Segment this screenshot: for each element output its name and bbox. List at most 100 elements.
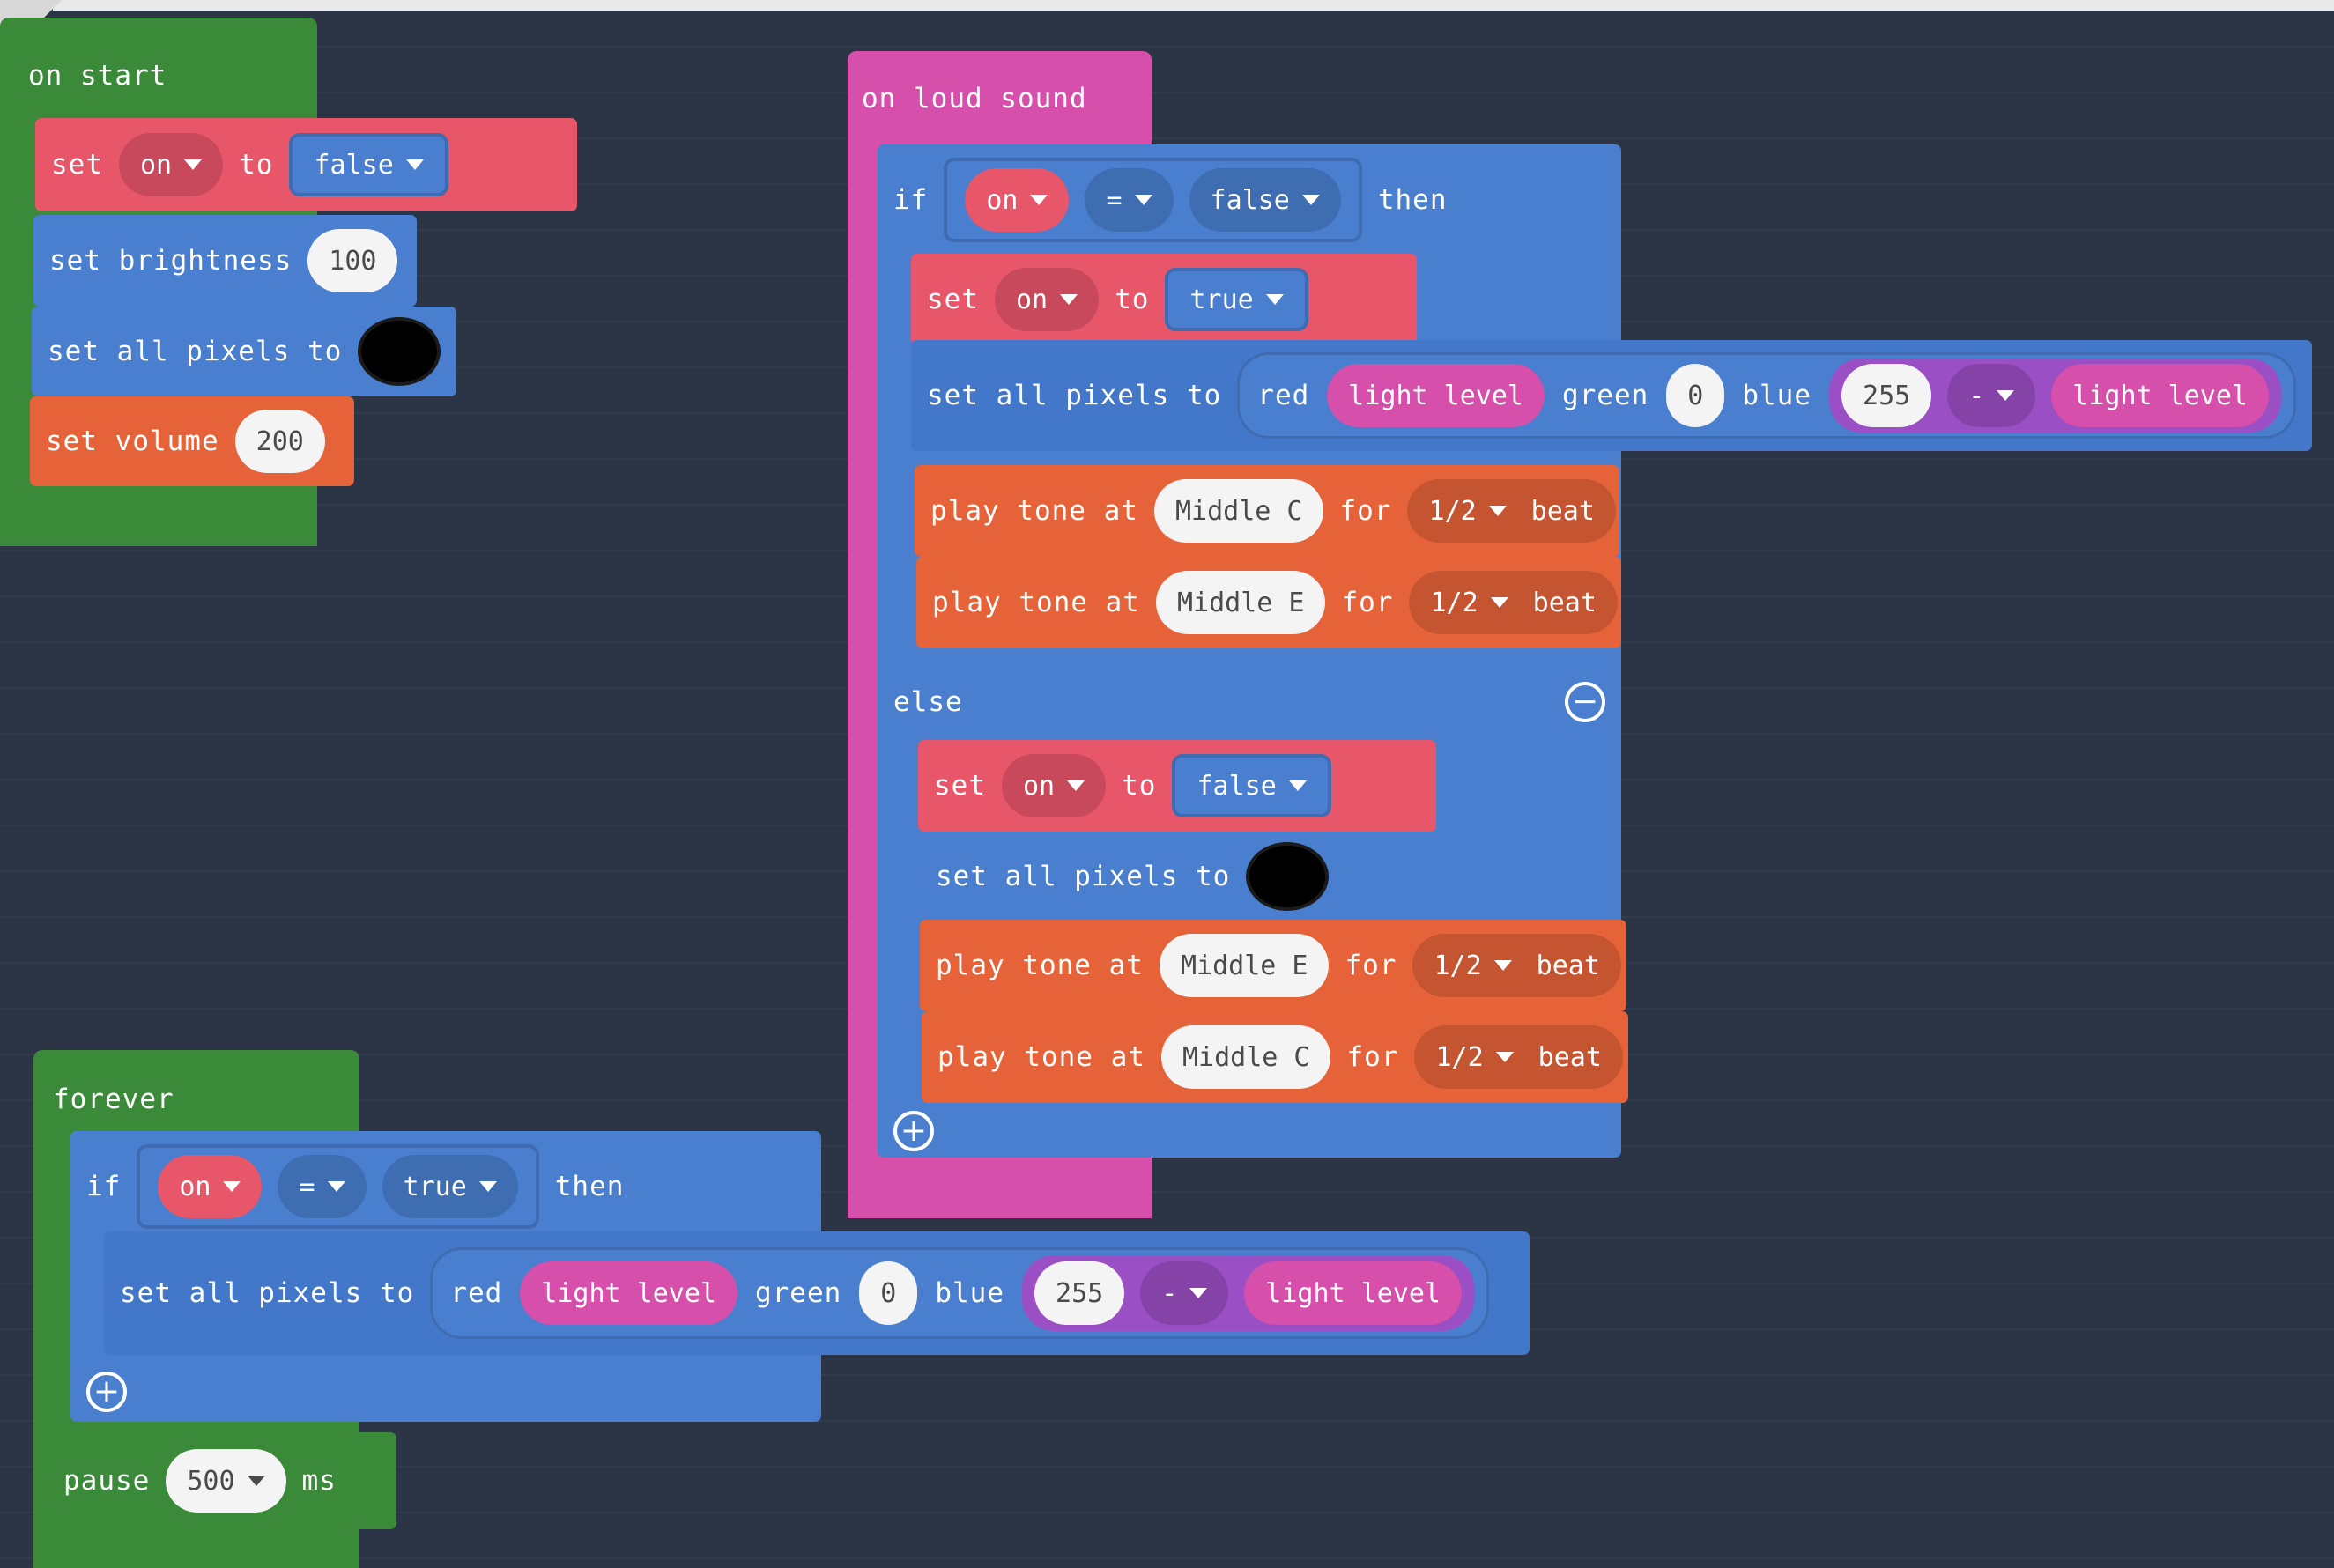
rgb-block[interactable]: red light level green 0 blue 255 - light… [430, 1247, 1489, 1339]
rgb-block[interactable]: red light level green 0 blue 255 - light… [1237, 352, 2296, 439]
set-brightness-block[interactable]: set brightness 100 [33, 215, 417, 307]
else-label: else [893, 686, 963, 718]
caret-down-icon [1997, 390, 2015, 401]
volume-input[interactable]: 200 [234, 410, 325, 473]
caret-down-icon [327, 1181, 345, 1192]
caret-down-icon [1490, 597, 1508, 608]
set-volume-block[interactable]: set volume 200 [30, 396, 354, 486]
boolean-dropdown[interactable]: false [1189, 168, 1341, 232]
caret-down-icon [1060, 294, 1078, 305]
caret-down-icon [1488, 506, 1507, 516]
note-input[interactable]: Middle E [1155, 571, 1326, 634]
operator-dropdown[interactable]: = [278, 1155, 367, 1218]
note-input[interactable]: Middle C [1153, 479, 1324, 543]
set-label: set [927, 284, 979, 315]
variable-dropdown[interactable]: on [158, 1155, 263, 1218]
number-input[interactable]: 255 [1034, 1261, 1125, 1325]
forever-label: forever [53, 1084, 174, 1115]
set-variable-block[interactable]: set on to false [35, 118, 577, 211]
light-level-reporter[interactable]: light level [2051, 364, 2269, 427]
operator-dropdown[interactable]: - [1947, 364, 2036, 427]
boolean-dropdown[interactable]: true [1165, 268, 1308, 331]
caret-down-icon [1495, 1052, 1514, 1062]
green-label: green [754, 1277, 842, 1309]
paper-edge [53, 0, 2334, 11]
plus-circle-icon[interactable]: + [893, 1111, 934, 1151]
light-level-reporter[interactable]: light level [1244, 1261, 1462, 1325]
variable-name: on [986, 184, 1019, 216]
variable-name: on [1016, 284, 1048, 315]
light-level-reporter[interactable]: light level [1327, 364, 1545, 427]
color-picker[interactable] [358, 317, 441, 386]
plus-circle-icon[interactable]: + [86, 1372, 127, 1412]
set-variable-block[interactable]: set on to true [911, 254, 1417, 345]
set-volume-label: set volume [46, 425, 219, 457]
set-variable-block[interactable]: set on to false [918, 740, 1436, 832]
ms-label: ms [301, 1465, 337, 1497]
math-minus-block[interactable]: 255 - light level [1022, 1255, 1474, 1331]
operator: - [1968, 380, 1985, 411]
beat-value: 1/2 [1434, 950, 1482, 981]
color-picker[interactable] [1246, 842, 1330, 911]
boolean-value: false [1210, 184, 1290, 216]
set-all-pixels-block[interactable]: set all pixels to [32, 307, 456, 396]
caret-down-icon [478, 1181, 497, 1192]
set-all-pixels-rgb-block[interactable]: set all pixels to red light level green … [104, 1231, 1530, 1355]
set-label: set [51, 149, 103, 181]
light-level-reporter[interactable]: light level [520, 1261, 737, 1325]
on-start-label: on start [28, 60, 167, 92]
variable-name: on [1023, 770, 1056, 802]
beat-label: beat [1532, 587, 1597, 618]
caret-down-icon [1067, 780, 1085, 791]
red-label: red [450, 1277, 503, 1309]
variable-dropdown[interactable]: on [965, 168, 1070, 232]
set-all-pixels-block[interactable]: set all pixels to [920, 832, 1330, 921]
math-minus-block[interactable]: 255 - light level [1829, 359, 2281, 433]
green-input[interactable]: 0 [859, 1261, 918, 1325]
for-label: for [1346, 1041, 1399, 1073]
note-input[interactable]: Middle E [1159, 934, 1330, 997]
red-label: red [1257, 380, 1310, 411]
play-tone-label: play tone at [932, 587, 1140, 618]
boolean-value: false [1197, 770, 1277, 802]
note-input[interactable]: Middle C [1160, 1025, 1331, 1089]
variable-dropdown[interactable]: on [119, 133, 224, 196]
boolean-dropdown[interactable]: false [1172, 754, 1331, 817]
beat-dropdown[interactable]: 1/2 beat [1409, 571, 1618, 634]
minus-circle-icon[interactable]: − [1565, 682, 1605, 722]
variable-dropdown[interactable]: on [995, 268, 1100, 331]
caret-down-icon [1030, 195, 1048, 205]
operator-dropdown[interactable]: - [1140, 1261, 1229, 1325]
comparison-block[interactable]: on = false [944, 158, 1362, 242]
beat-value: 1/2 [1430, 587, 1478, 618]
variable-dropdown[interactable]: on [1002, 754, 1107, 817]
boolean-dropdown[interactable]: true [382, 1155, 518, 1218]
brightness-input[interactable]: 100 [307, 229, 398, 292]
beat-value: 1/2 [1435, 1041, 1484, 1073]
caret-down-icon [184, 159, 203, 170]
variable-name: on [140, 149, 173, 181]
pause-label: pause [63, 1465, 151, 1497]
pause-block[interactable]: pause 500 ms [48, 1432, 396, 1529]
set-all-pixels-label: set all pixels to [48, 336, 343, 367]
play-tone-label: play tone at [930, 495, 1138, 527]
operator-dropdown[interactable]: = [1085, 168, 1174, 232]
to-label: to [1122, 770, 1157, 802]
pause-dropdown[interactable]: 500 [166, 1449, 286, 1513]
boolean-value: true [403, 1171, 467, 1202]
number-input[interactable]: 255 [1841, 364, 1932, 427]
boolean-dropdown[interactable]: false [289, 133, 448, 196]
green-input[interactable]: 0 [1666, 364, 1725, 427]
green-label: green [1561, 380, 1649, 411]
comparison-block[interactable]: on = true [137, 1144, 539, 1229]
blue-label: blue [1742, 380, 1812, 411]
set-all-pixels-rgb-block[interactable]: set all pixels to red light level green … [911, 340, 2312, 451]
